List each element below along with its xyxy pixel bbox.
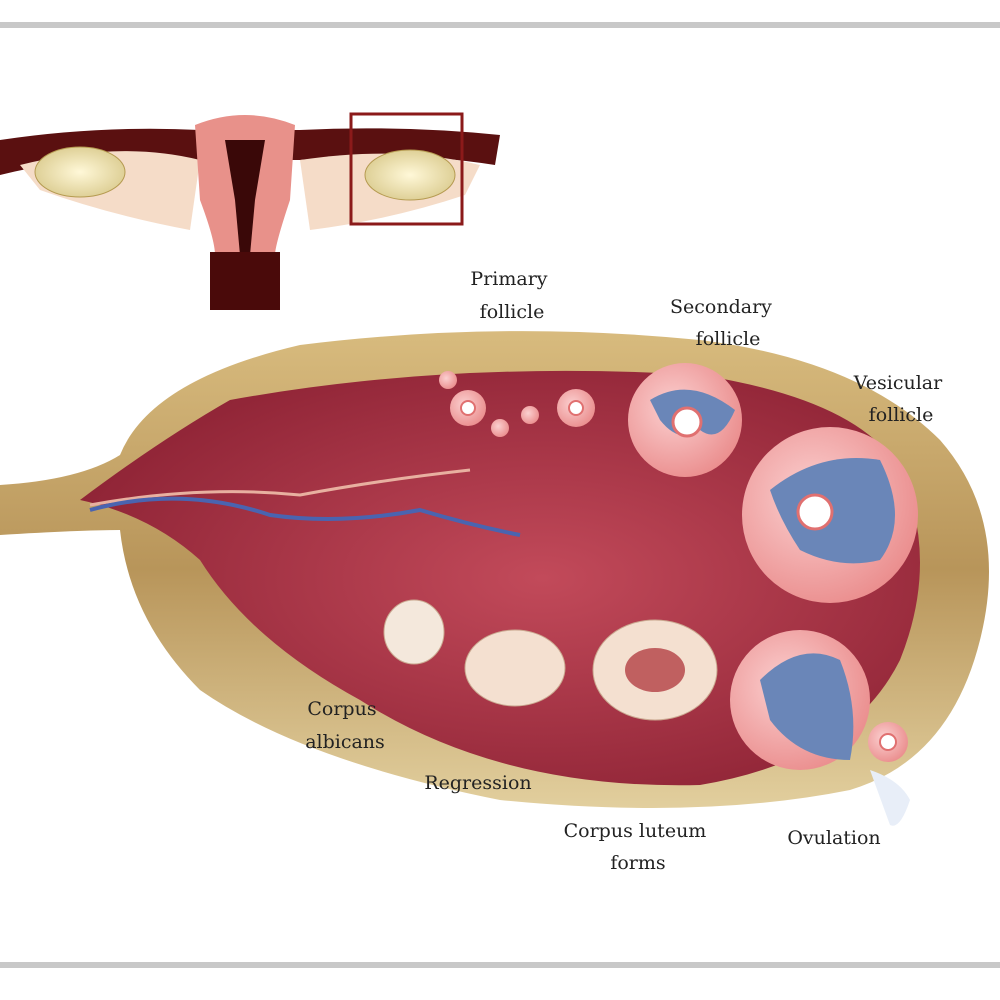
label-corpus-albicans: Corpus albicans xyxy=(305,698,385,753)
label-corpus-luteum-forms: Corpus luteum forms xyxy=(564,820,713,874)
right-ovary xyxy=(364,149,456,201)
label-regression: Regression xyxy=(424,772,531,794)
label-primary-follicle: Primary follicle xyxy=(470,268,553,323)
primary-follicles xyxy=(439,371,595,437)
ovulating-follicle xyxy=(730,630,910,826)
left-ovary xyxy=(34,146,126,198)
label-vesicular-follicle: Vesicular follicle xyxy=(853,372,948,426)
label-secondary-follicle: Secondary follicle xyxy=(670,296,778,350)
vesicular-follicle xyxy=(742,427,918,603)
corpora-lutea-albicans xyxy=(383,599,718,721)
artery xyxy=(89,468,471,507)
label-ovulation: Ovulation xyxy=(787,827,880,849)
cervix-vagina xyxy=(210,252,280,310)
secondary-follicle xyxy=(628,363,742,477)
zoom-highlight-box xyxy=(349,112,464,226)
uterine-cavity xyxy=(225,140,265,255)
bottom-border-line xyxy=(0,962,1000,968)
top-border-line xyxy=(0,22,1000,28)
uterus-overview xyxy=(0,112,500,310)
ovary-cross-section xyxy=(0,331,989,826)
vein xyxy=(89,496,521,537)
